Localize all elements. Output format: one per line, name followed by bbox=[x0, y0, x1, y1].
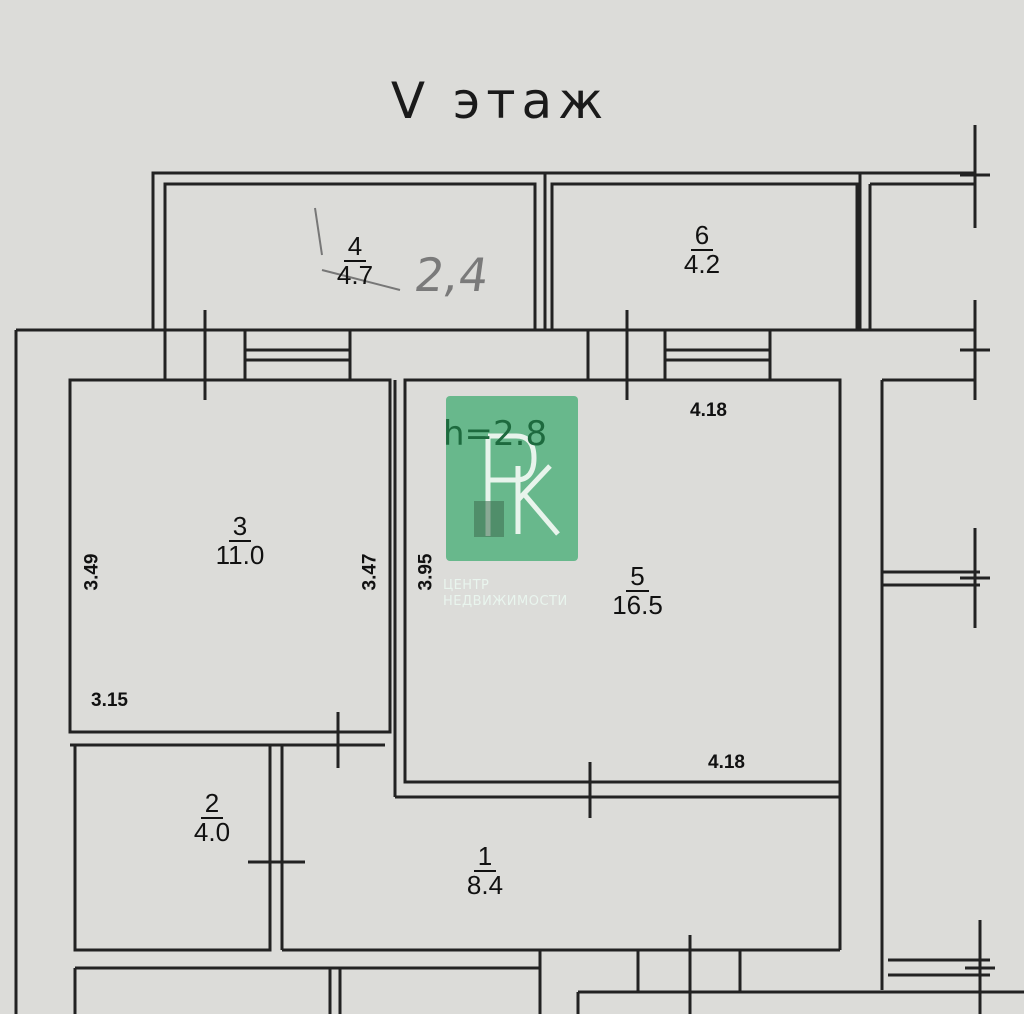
watermark-text: ЦЕНТР НЕДВИЖИМОСТИ bbox=[443, 578, 568, 610]
room-area: 8.4 bbox=[466, 870, 504, 901]
room-number: 3 bbox=[228, 512, 252, 543]
watermark-logo bbox=[446, 396, 578, 561]
ceiling-height-label: h=2.8 bbox=[443, 414, 548, 454]
room-number: 1 bbox=[473, 842, 497, 873]
dimension-room5-bottom: 4.18 bbox=[708, 752, 745, 773]
room-number: 4 bbox=[343, 232, 367, 263]
handwritten-note: 2,4 bbox=[411, 248, 492, 302]
room-number: 2 bbox=[200, 789, 224, 820]
dimension-room5-top: 4.18 bbox=[690, 400, 727, 421]
watermark-line2: НЕДВИЖИМОСТИ bbox=[443, 594, 568, 609]
room-5-label: 5 16.5 bbox=[600, 562, 675, 621]
dimension-room3-bottom: 3.15 bbox=[91, 690, 128, 711]
room-6-label: 6 4.2 bbox=[672, 221, 732, 280]
watermark-monogram-icon bbox=[474, 433, 560, 537]
room-area: 4.2 bbox=[683, 249, 721, 280]
dimension-room3-left: 3.49 bbox=[81, 553, 103, 591]
room-number: 6 bbox=[690, 221, 714, 252]
watermark-line1: ЦЕНТР bbox=[443, 578, 490, 593]
room-area: 4.7 bbox=[336, 260, 374, 291]
dimension-room5-left: 3.95 bbox=[415, 553, 437, 591]
room-number: 5 bbox=[626, 562, 649, 593]
room-2-label: 2 4.0 bbox=[182, 789, 242, 848]
dimension-room3-right: 3.47 bbox=[359, 553, 381, 591]
room-area: 4.0 bbox=[193, 817, 231, 848]
room-area: 11.0 bbox=[215, 540, 265, 571]
room-3-label: 3 11.0 bbox=[205, 512, 275, 571]
room-1-label: 1 8.4 bbox=[455, 842, 515, 901]
room-4-label: 4 4.7 bbox=[325, 232, 385, 291]
floor-title: V этаж bbox=[390, 72, 610, 130]
room-area: 16.5 bbox=[612, 590, 663, 621]
room-2-outline bbox=[73, 743, 272, 952]
